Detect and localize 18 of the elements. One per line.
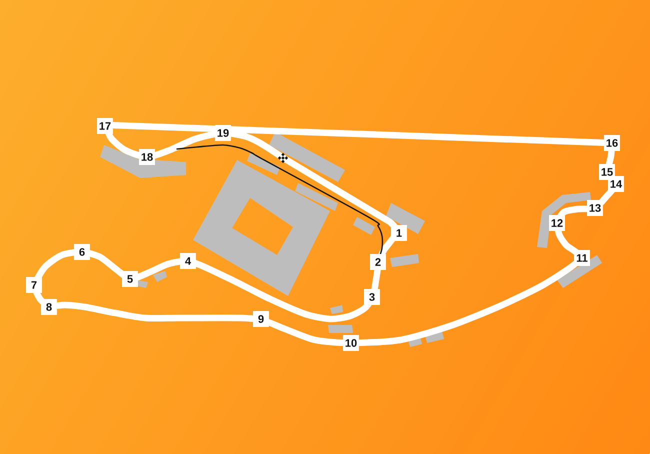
corner-number: 7 [26, 276, 42, 293]
corner-number: 5 [122, 270, 138, 287]
corner-number: 19 [215, 124, 231, 141]
corner-number: 10 [343, 334, 359, 351]
corner-number: 13 [587, 200, 603, 216]
corner-number: 6 [74, 244, 90, 260]
corner-number: 11 [574, 250, 590, 266]
corner-number: 8 [41, 298, 57, 315]
corner-number: 15 [599, 164, 615, 180]
corner-number: 17 [97, 118, 113, 134]
corner-number: 1 [391, 224, 407, 241]
corner-number: 16 [604, 134, 620, 151]
corner-number: 9 [253, 310, 269, 327]
corner-number: 18 [139, 148, 155, 165]
corner-number: 3 [364, 288, 380, 305]
corner-number: 4 [180, 252, 196, 269]
corner-number: 12 [549, 214, 565, 231]
corner-number: 2 [370, 254, 386, 270]
